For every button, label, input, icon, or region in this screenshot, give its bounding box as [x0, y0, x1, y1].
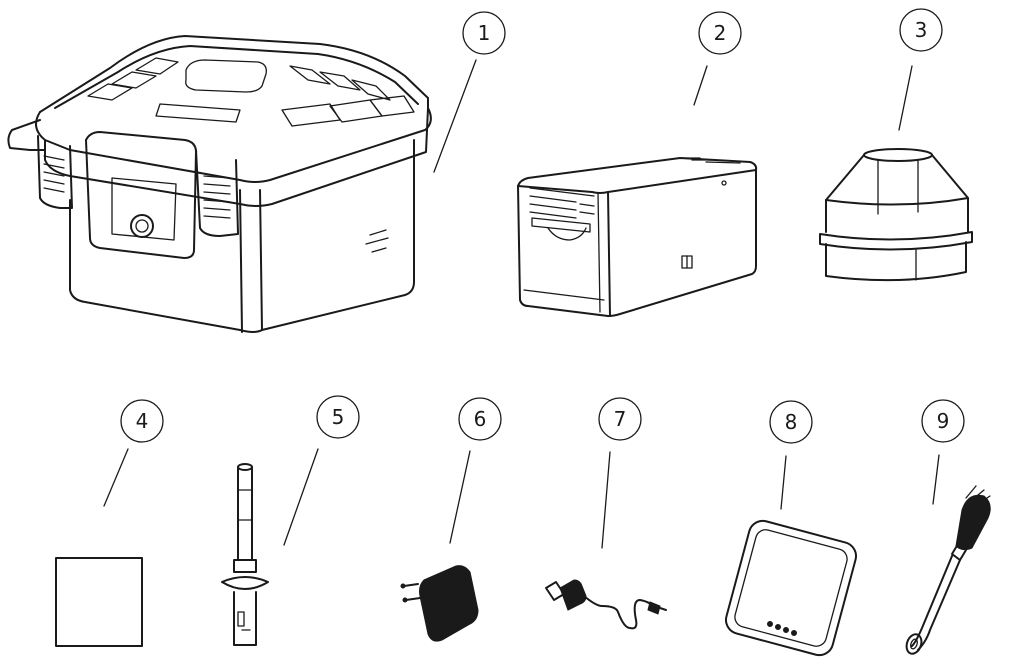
probe-tube-icon: [221, 463, 269, 646]
callout-1: 1: [433, 11, 506, 173]
callout-number-1: 1: [478, 21, 491, 45]
callout-number-7: 7: [614, 407, 627, 431]
callout-number-9: 9: [937, 409, 950, 433]
callout-number-4: 4: [136, 409, 149, 433]
callout-2: 2: [693, 11, 742, 106]
callout-4: 4: [103, 399, 164, 507]
power-adapter-icon: [400, 565, 479, 642]
power-bank-icon: [725, 519, 857, 657]
callout-number-5: 5: [332, 405, 345, 429]
callout-number-8: 8: [785, 410, 798, 434]
cleaning-brush-icon: [905, 485, 991, 655]
callout-number-3: 3: [915, 18, 928, 42]
funnel-hood-icon: [819, 148, 973, 282]
carrying-case-icon: [7, 35, 432, 333]
usb-cable-icon: [545, 579, 667, 630]
callout-3: 3: [898, 8, 943, 131]
callout-9: 9: [921, 399, 965, 505]
callout-6: 6: [449, 397, 502, 544]
callout-number-6: 6: [474, 407, 487, 431]
callout-5: 5: [283, 395, 360, 546]
callout-7: 7: [598, 397, 642, 549]
callout-8: 8: [769, 400, 813, 510]
callout-number-2: 2: [714, 21, 727, 45]
filter-sheet-icon: [55, 557, 143, 647]
sampler-box-icon: [517, 157, 758, 317]
